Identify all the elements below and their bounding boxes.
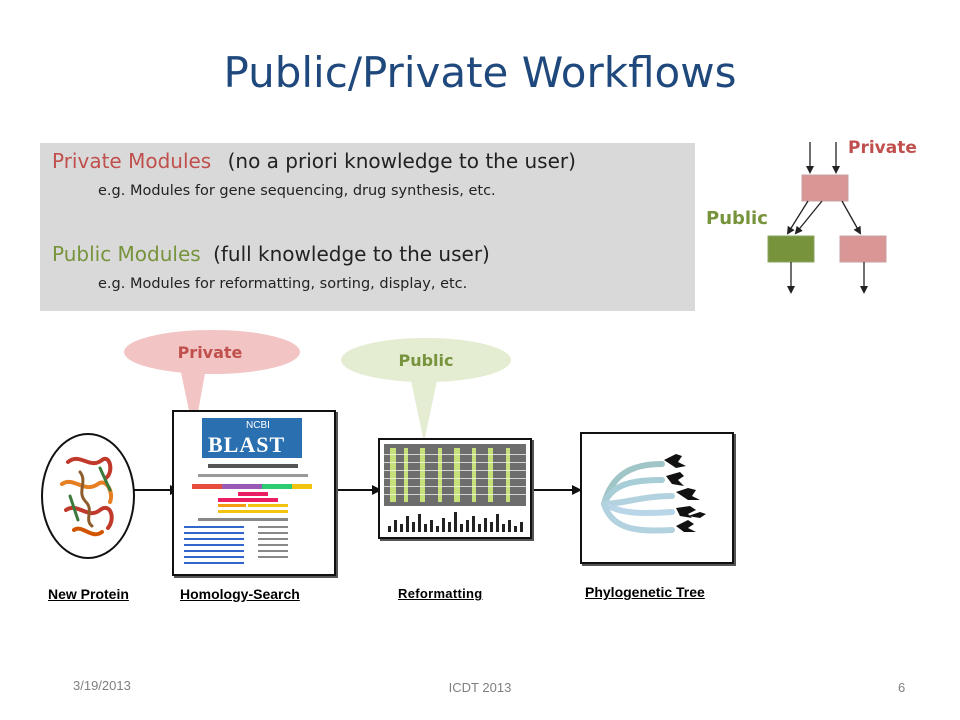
caption-new-protein: New Protein — [48, 586, 129, 602]
private-module-box — [801, 174, 849, 202]
reformatting-alignment-image — [378, 438, 532, 539]
public-bubble — [341, 338, 511, 442]
footer-date: 3/19/2013 — [73, 678, 131, 693]
edge-to-public-2 — [794, 200, 823, 235]
workflow-arrows — [132, 485, 582, 495]
private-modules-heading: Private Modules — [52, 149, 212, 173]
alignment-graphic — [384, 444, 526, 532]
private-modules-line: Private Modules (no a priori knowledge t… — [52, 149, 576, 173]
edge-to-private-2 — [841, 200, 861, 235]
blast-logo: NCBI BLAST — [202, 418, 302, 458]
module-description-box: Private Modules (no a priori knowledge t… — [40, 143, 695, 311]
public-bubble-text: Public — [398, 351, 454, 370]
module-diagram — [767, 142, 887, 294]
private-bubble-text-wrap: Private — [122, 343, 298, 362]
private-bubble-text: Private — [177, 343, 243, 362]
phylogenetic-tree-image — [580, 432, 734, 564]
caption-homology-search: Homology-Search — [180, 586, 300, 602]
public-modules-description: (full knowledge to the user) — [213, 242, 490, 266]
edge-to-public-1 — [786, 200, 809, 235]
public-modules-line: Public Modules (full knowledge to the us… — [52, 242, 490, 266]
public-module-box — [767, 235, 815, 263]
diagram-public-label: Public — [706, 208, 768, 229]
footer-page-number: 6 — [898, 680, 906, 695]
tree-graphic — [601, 454, 706, 534]
caption-reformatting: Reformatting — [398, 586, 483, 601]
blast-alignment-graphic — [184, 464, 312, 564]
footer-conference: ICDT 2013 — [448, 680, 512, 695]
slide-title: Public/Private Workflows — [223, 48, 737, 97]
blast-logo-text: BLAST — [208, 432, 286, 457]
protein-structure-image — [41, 433, 135, 559]
private-bubble — [124, 330, 300, 434]
blast-logo-ncbi: NCBI — [246, 420, 270, 431]
caption-phylogenetic-tree: Phylogenetic Tree — [585, 584, 705, 600]
private-modules-description: (no a priori knowledge to the user) — [227, 149, 576, 173]
public-bubble-text-wrap: Public — [340, 351, 512, 370]
blast-result-image: NCBI BLAST — [172, 410, 336, 576]
public-modules-example: e.g. Modules for reformatting, sorting, … — [98, 276, 468, 292]
private-module-box-2 — [839, 235, 887, 263]
private-modules-example: e.g. Modules for gene sequencing, drug s… — [98, 183, 496, 199]
diagram-private-label: Private — [848, 138, 917, 158]
public-modules-heading: Public Modules — [52, 242, 201, 266]
diagram-private-label-text: Private — [848, 138, 917, 158]
diagram-public-label-text: Public — [706, 208, 768, 229]
